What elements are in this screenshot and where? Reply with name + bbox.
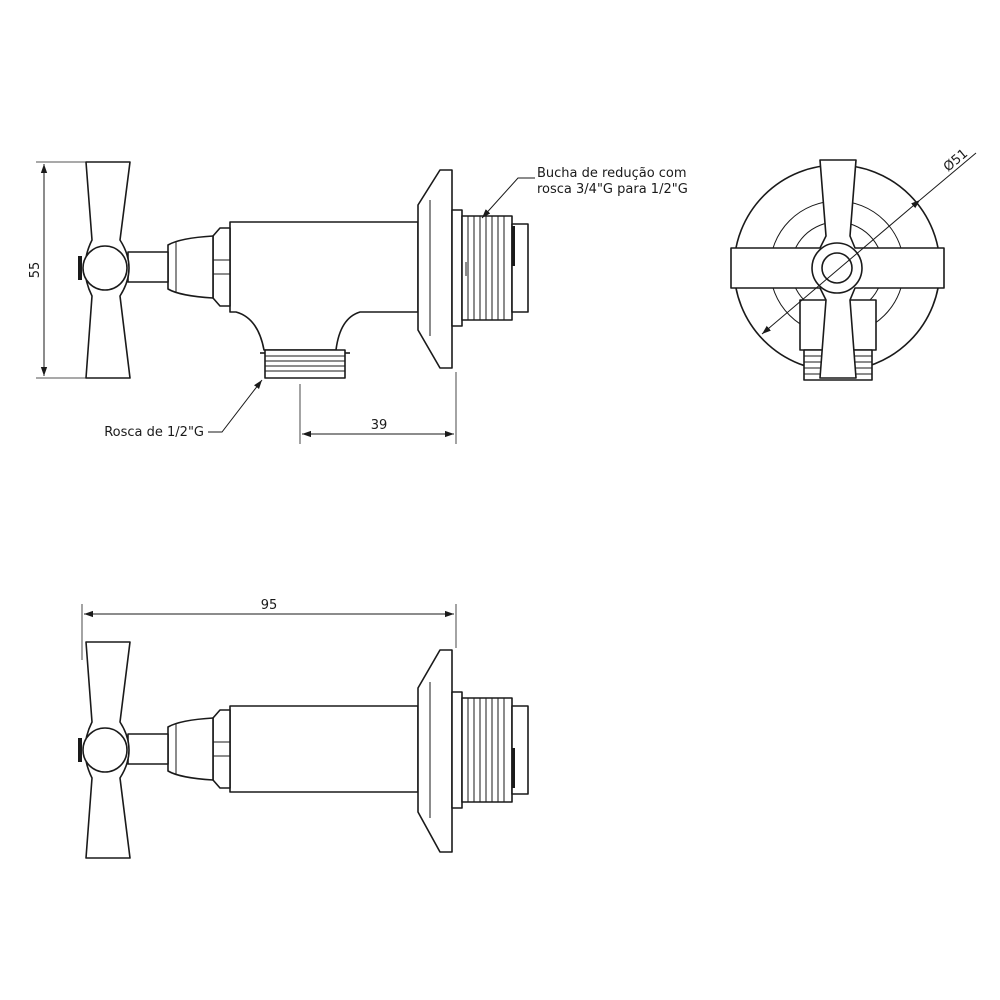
bonnet-nut-lower (212, 709, 231, 789)
wall-flange (417, 169, 453, 369)
front-view: Ø51 (730, 146, 977, 381)
dimension-height: 55 (28, 161, 86, 379)
cross-handle-front (730, 159, 945, 379)
thread-callout: Rosca de 1/2"G (104, 379, 263, 440)
dimension-outlet-offset: 39 (299, 372, 457, 444)
side-view-top (78, 161, 529, 379)
cross-handle-side (78, 161, 131, 379)
valve-body-straight (229, 705, 419, 793)
valve-body (229, 221, 419, 351)
dimension-diameter-label: Ø51 (941, 146, 971, 175)
spindle-collar (167, 235, 214, 299)
bonnet-nut (212, 227, 231, 307)
reducing-bushing-lower (451, 691, 529, 809)
bottom-outlet-thread (260, 349, 350, 379)
stem-lower (127, 733, 169, 765)
dimension-height-label: 55 (28, 262, 43, 279)
spindle-collar-lower (167, 717, 214, 781)
bushing-callout: Bucha de redução com rosca 3/4"G para 1/… (481, 166, 688, 219)
reducing-bushing (451, 209, 529, 327)
dimension-outlet-offset-label: 39 (371, 418, 388, 433)
dimension-total-length-label: 95 (261, 598, 278, 613)
cross-handle-lower (78, 641, 131, 859)
side-view-bottom (78, 641, 529, 859)
dimension-total-length: 95 (81, 598, 457, 660)
thread-label: Rosca de 1/2"G (104, 425, 204, 440)
wall-flange-lower (417, 649, 453, 853)
bushing-label-line2: rosca 3/4"G para 1/2"G (537, 182, 688, 197)
bushing-label-line1: Bucha de redução com (537, 166, 687, 181)
stem (127, 251, 169, 283)
